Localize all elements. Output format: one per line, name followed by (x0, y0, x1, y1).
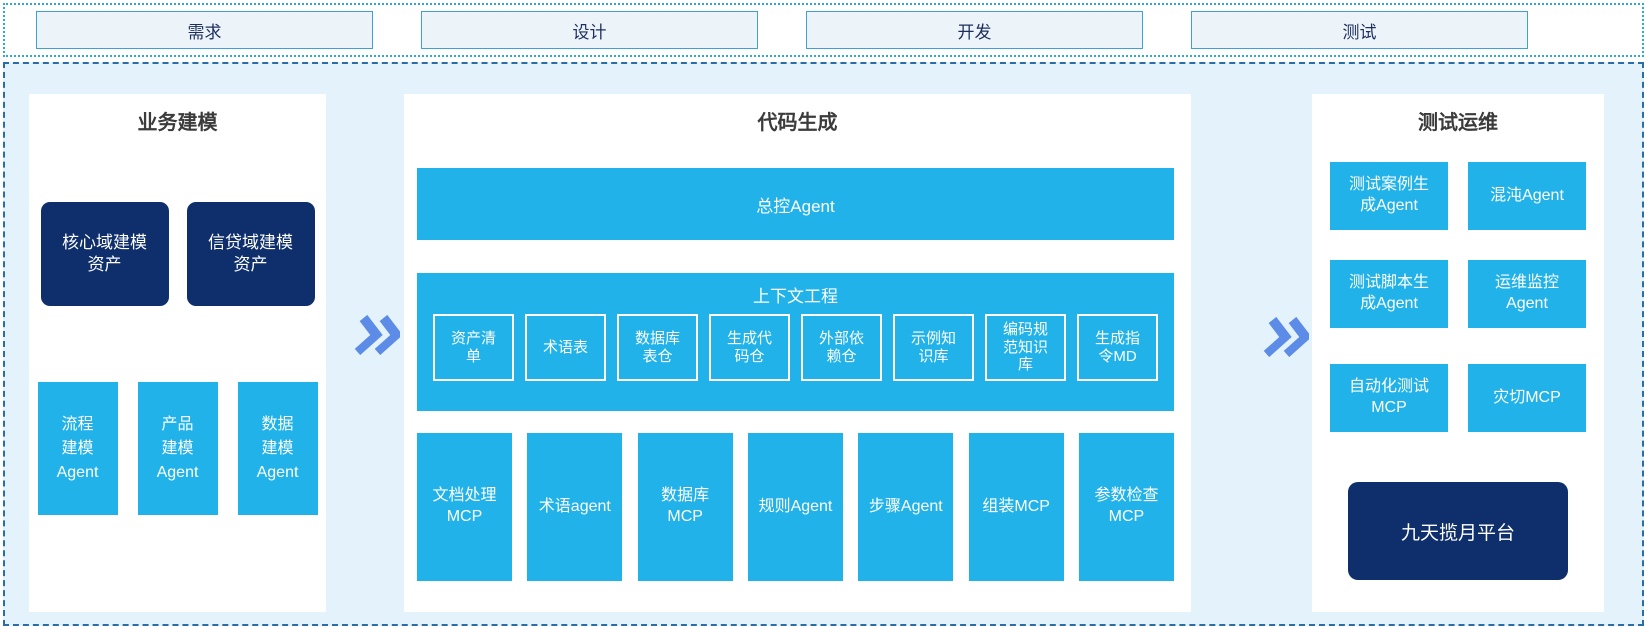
context-engineering-box: 上下文工程 资产清 单 术语表 数据库 表仓 生成代 码仓 外部依 赖仓 示例知… (417, 273, 1174, 411)
credit-domain-modeling-assets-box: 信贷域建模 资产 (186, 202, 315, 306)
jiutian-lanyue-platform-box: 九天揽月平台 (1348, 482, 1568, 580)
code-generation-tools-row: 文档处理 MCP 术语agent 数据库 MCP 规则Agent 步骤Agent… (417, 433, 1174, 581)
rule-agent-box: 规则Agent (747, 433, 843, 581)
test-ops-row-2: 测试脚本生 成Agent 运维监控 Agent (1312, 260, 1604, 328)
document-processing-mcp-box: 文档处理 MCP (417, 433, 512, 581)
disaster-switch-mcp-box: 灾切MCP (1468, 364, 1586, 432)
terminology-agent-box: 术语agent (527, 433, 623, 581)
modeling-asset-row: 核心域建模 资产 信贷域建模 资产 (29, 202, 326, 306)
main-area: 业务建模 核心域建模 资产 信贷域建模 资产 流程 建模 Agent 产品 建模… (3, 62, 1644, 626)
phase-requirements: 需求 (36, 11, 373, 49)
phase-bar: 需求 设计 开发 测试 (3, 3, 1644, 57)
generation-instruction-md-box: 生成指 令MD (1077, 314, 1158, 381)
phase-testing: 测试 (1191, 11, 1528, 49)
generated-code-repo-box: 生成代 码仓 (709, 314, 790, 381)
modeling-agent-row: 流程 建模 Agent 产品 建模 Agent 数据 建模 Agent (29, 382, 326, 515)
context-items-row: 资产清 单 术语表 数据库 表仓 生成代 码仓 外部依 赖仓 示例知 识库 编码… (417, 314, 1174, 381)
core-domain-modeling-assets-box: 核心域建模 资产 (40, 202, 169, 306)
product-modeling-agent-box: 产品 建模 Agent (137, 382, 218, 515)
double-chevron-right-icon (354, 315, 400, 355)
test-script-generation-agent-box: 测试脚本生 成Agent (1330, 260, 1448, 328)
phase-development: 开发 (806, 11, 1143, 49)
business-modeling-panel: 业务建模 核心域建模 资产 信贷域建模 资产 流程 建模 Agent 产品 建模… (29, 94, 326, 612)
test-ops-row-1: 测试案例生 成Agent 混沌Agent (1312, 162, 1604, 230)
coding-standard-knowledge-base-box: 编码规 范知识 库 (985, 314, 1066, 381)
chaos-agent-box: 混沌Agent (1468, 162, 1586, 230)
database-table-repo-box: 数据库 表仓 (617, 314, 698, 381)
process-modeling-agent-box: 流程 建模 Agent (37, 382, 118, 515)
context-engineering-title: 上下文工程 (753, 287, 838, 306)
test-ops-row-3: 自动化测试 MCP 灾切MCP (1312, 364, 1604, 432)
test-ops-title: 测试运维 (1418, 112, 1498, 134)
database-mcp-box: 数据库 MCP (637, 433, 733, 581)
phase-design: 设计 (421, 11, 758, 49)
business-modeling-title: 业务建模 (137, 112, 218, 134)
asset-list-box: 资产清 单 (433, 314, 514, 381)
assembly-mcp-box: 组装MCP (968, 433, 1064, 581)
step-agent-box: 步骤Agent (858, 433, 954, 581)
glossary-box: 术语表 (525, 314, 606, 381)
code-generation-panel: 代码生成 总控Agent 上下文工程 资产清 单 术语表 数据库 表仓 生成代 … (404, 94, 1191, 612)
external-dependency-repo-box: 外部依 赖仓 (801, 314, 882, 381)
code-generation-title: 代码生成 (757, 112, 838, 134)
parameter-check-mcp-box: 参数检查 MCP (1078, 433, 1174, 581)
ops-monitoring-agent-box: 运维监控 Agent (1468, 260, 1586, 328)
double-chevron-right-icon (1263, 317, 1309, 357)
example-knowledge-base-box: 示例知 识库 (893, 314, 974, 381)
data-modeling-agent-box: 数据 建模 Agent (237, 382, 318, 515)
master-control-agent-bar: 总控Agent (417, 168, 1174, 240)
test-case-generation-agent-box: 测试案例生 成Agent (1330, 162, 1448, 230)
test-ops-panel: 测试运维 测试案例生 成Agent 混沌Agent 测试脚本生 成Agent 运… (1312, 94, 1604, 612)
automated-testing-mcp-box: 自动化测试 MCP (1330, 364, 1448, 432)
